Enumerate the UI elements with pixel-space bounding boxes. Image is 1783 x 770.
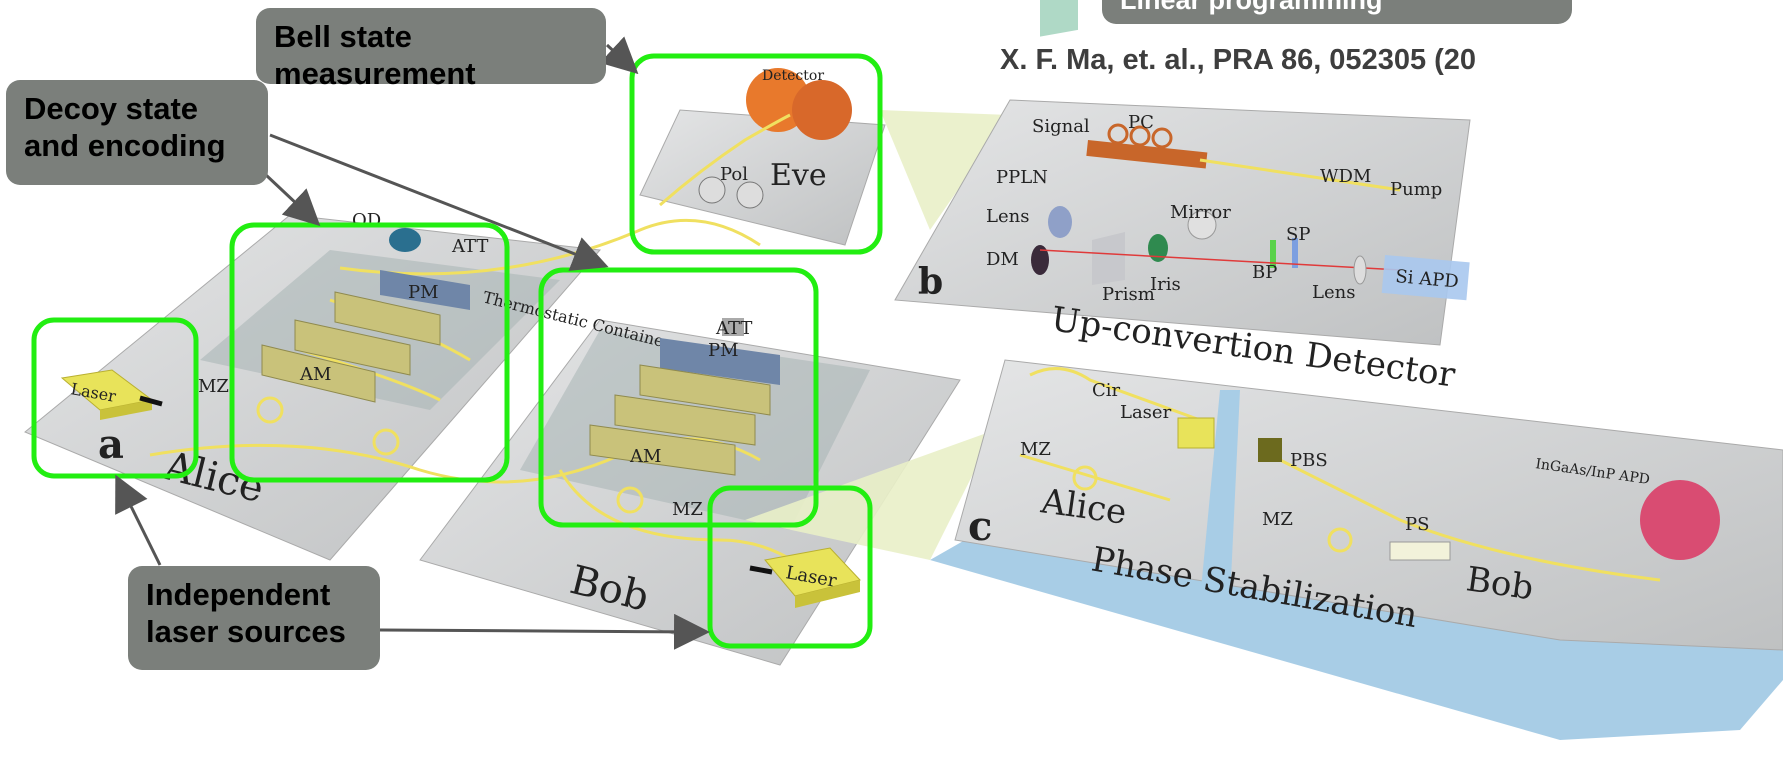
top-banner: Linear programming [1102,0,1572,24]
od-component [389,228,421,252]
lens-label-right: Lens [1312,282,1355,303]
arrows [115,36,710,650]
alice-mz-label: MZ [198,376,229,397]
zoom-c [745,430,995,560]
mirror-label: Mirror [1170,202,1231,223]
arrow-decoy-alice [264,173,321,227]
detector-right [792,80,852,140]
iris-label: Iris [1150,274,1181,295]
panel-c: Cir Laser MZ PBS MZ PS InGaAs/InP APD c … [745,359,1783,740]
arrow-laser-alice [115,474,162,566]
ingaas-apd [1640,480,1720,560]
top-banner-text: Linear programming [1120,0,1383,15]
highlight-bob-laser [707,485,873,649]
prism-label: Prism [1102,284,1155,305]
arrow-decoy-bob [269,133,609,271]
cir-label: Cir [1092,380,1121,401]
alice-am-label: AM [299,364,331,385]
callout-decoy-state: Decoy state and encoding [6,80,268,185]
citation: X. F. Ma, et. al., PRA 86, 052305 (20 [1000,44,1477,76]
alice-att-label: ATT [451,236,488,257]
panel-c-letter: c [968,503,992,550]
bp-label: BP [1252,262,1277,283]
pol-label: Pol [720,164,748,185]
ps-label: PS [1405,514,1429,535]
alice-modules: PM AM MZ [198,270,470,456]
highlight-bob-encoding [538,267,819,528]
highlight-alice-laser [31,317,199,479]
dm-label: DM [986,249,1019,270]
panel-a-letter: a [98,421,124,468]
callout-laser-sources: Independent laser sources [128,566,380,670]
arrow-bell [599,36,639,75]
panel-c-bob: Bob [1464,559,1536,608]
callout-bell-state: Bell state measurement [256,8,606,91]
eve-label: Eve [770,158,827,193]
eve-station: Detector Pol Eve [639,68,886,246]
ppln-label: PPLN [996,167,1048,188]
zoom-b [880,110,1010,230]
pbs-label: PBS [1290,450,1328,471]
panel-c-water [930,520,1783,740]
bob-am-label: AM [629,446,661,467]
bob-laser: Laser [749,547,861,608]
od-label: OD [352,210,381,231]
signal-label: Signal [1032,116,1090,137]
highlight-eve [629,53,883,255]
panel-b-platform [894,99,1471,346]
bob-mz-label: MZ [672,499,703,520]
bob-att-label: ATT [715,318,752,339]
bob-pm-label: PM [708,340,739,361]
fiber [149,218,832,592]
highlight-boxes [31,53,883,649]
alice-pm-label: PM [408,282,439,303]
bob-modules: ATT PM AM MZ [589,318,780,520]
panel-c-alice-mz: MZ [1020,439,1051,460]
arrow-laser-bob [379,613,710,650]
highlight-alice-encoding [229,222,510,483]
pc-label: PC [1128,112,1154,133]
detector-label: Detector [762,68,824,84]
sp-label: SP [1286,224,1310,245]
pump-label: Pump [1390,179,1442,200]
lens-label-left: Lens [986,206,1029,227]
panel-b-letter: b [918,261,943,303]
wdm-label: WDM [1320,166,1371,187]
alice-laser: Laser [60,369,163,420]
panel-c-bob-mz: MZ [1262,509,1293,530]
panel-c-laser-label: Laser [1120,402,1172,423]
